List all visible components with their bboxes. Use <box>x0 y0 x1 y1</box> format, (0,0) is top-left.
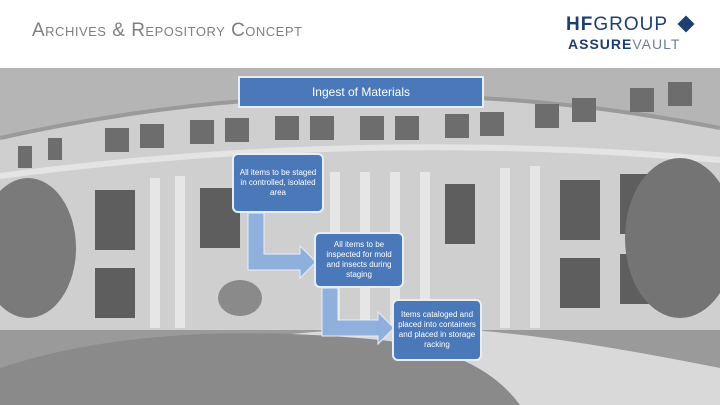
logo-group: GROUP <box>593 14 669 35</box>
logo: HFGROUP ASSUREVAULT <box>566 14 696 54</box>
logo-hf: HF <box>566 14 594 35</box>
logo-line-1: HFGROUP <box>566 14 668 36</box>
logo-vault: VAULT <box>632 36 681 52</box>
page-title: Archives & Repository Concept <box>32 20 303 41</box>
logo-assure: ASSURE <box>568 36 633 52</box>
step-box-1: All items to be staged in controlled, is… <box>232 153 324 213</box>
step-2-text: All items to be inspected for mold and i… <box>326 240 392 279</box>
step-1-text: All items to be staged in controlled, is… <box>239 168 317 197</box>
step-box-2: All items to be inspected for mold and i… <box>314 232 404 288</box>
step-3-text: Items cataloged and placed into containe… <box>398 310 476 349</box>
ingest-heading-box: Ingest of Materials <box>238 76 484 108</box>
step-box-3: Items cataloged and placed into containe… <box>392 299 482 361</box>
ingest-heading: Ingest of Materials <box>311 85 411 99</box>
logo-line-2: ASSUREVAULT <box>568 36 680 52</box>
logo-diamond-icon <box>677 15 695 33</box>
header: Archives & Repository Concept HFGROUP AS… <box>0 0 720 68</box>
